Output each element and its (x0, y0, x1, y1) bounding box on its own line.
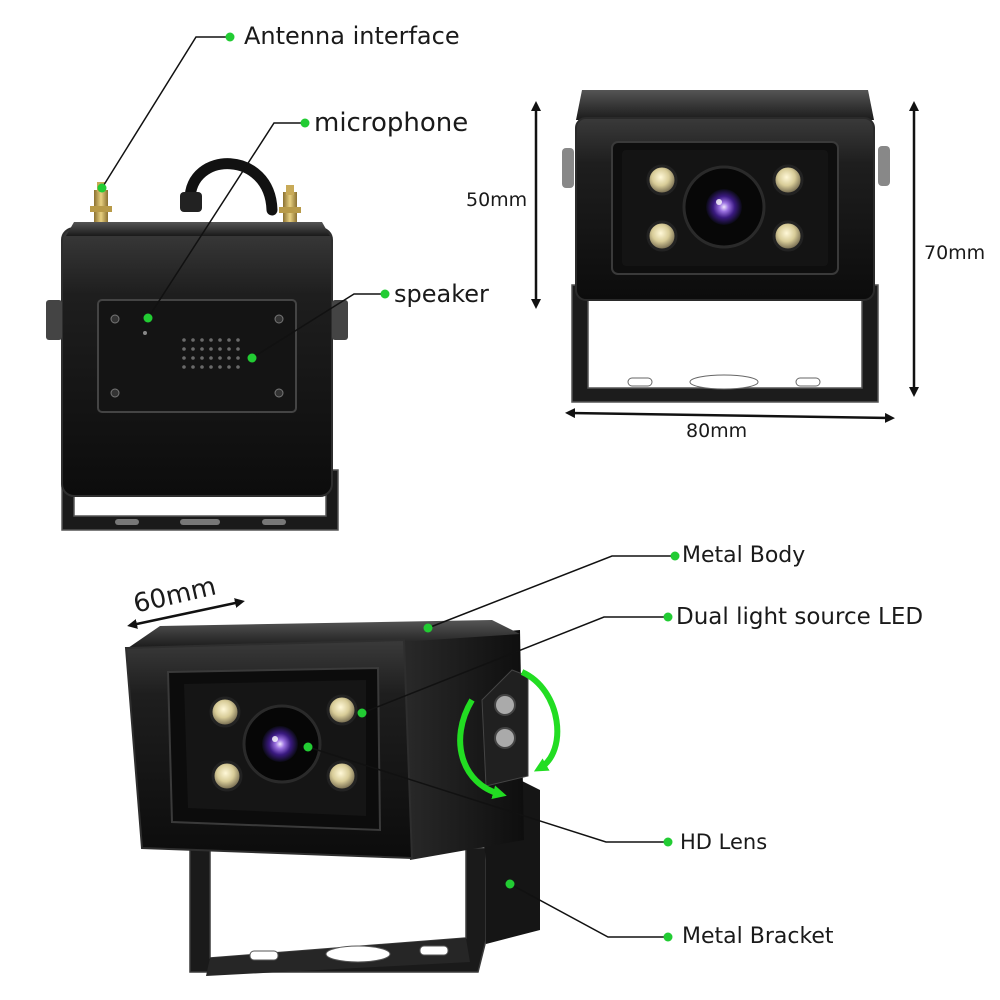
speaker-hole (236, 338, 240, 342)
callout-dot-icon (357, 708, 367, 718)
speaker-hole (218, 338, 222, 342)
label-metal-bracket: Metal Bracket (682, 924, 834, 949)
speaker-hole (200, 338, 204, 342)
speaker-hole (218, 365, 222, 369)
angled-view-camera (124, 598, 561, 976)
callout-dot-icon (143, 313, 153, 323)
lens-icon (706, 189, 742, 225)
label-speaker: speaker (394, 280, 489, 308)
callout-dot-icon (303, 742, 313, 752)
speaker-hole (209, 365, 213, 369)
callout-dot-icon (505, 879, 515, 889)
callout-dot-icon (423, 623, 433, 633)
callout-dot-icon (97, 183, 107, 193)
lens-icon (262, 726, 298, 762)
dimension-label-50mm: 50mm (466, 189, 528, 211)
led-icon (772, 164, 804, 196)
speaker-hole (209, 338, 213, 342)
speaker-hole (209, 347, 213, 351)
dimension-arrow-80mm (565, 408, 895, 423)
callout-dots (97, 32, 680, 942)
label-antenna-interface: Antenna interface (244, 22, 460, 50)
speaker-hole (227, 356, 231, 360)
microphone-hole-icon (143, 331, 147, 335)
label-hd-lens: HD Lens (680, 830, 768, 854)
speaker-hole (191, 347, 195, 351)
speaker-hole (209, 356, 213, 360)
callout-dot-icon (225, 32, 235, 42)
callout-dot-icon (380, 289, 390, 299)
speaker-hole (182, 356, 186, 360)
speaker-hole (191, 338, 195, 342)
speaker-hole (182, 347, 186, 351)
speaker-hole (227, 365, 231, 369)
speaker-hole (182, 365, 186, 369)
speaker-hole (200, 365, 204, 369)
dimension-label-70mm: 70mm (924, 242, 986, 264)
callout-dot-icon (663, 932, 673, 942)
dimension-label-80mm: 80mm (686, 420, 748, 442)
speaker-hole (218, 347, 222, 351)
led-icon (326, 694, 358, 726)
rotation-arrow-icon (457, 698, 507, 799)
speaker-hole (218, 356, 222, 360)
callout-dot-icon (670, 551, 680, 561)
led-icon (209, 696, 241, 728)
led-icon (646, 164, 678, 196)
antenna-connector-right-icon (279, 185, 301, 224)
speaker-hole (236, 347, 240, 351)
speaker-hole (200, 356, 204, 360)
label-metal-body: Metal Body (682, 543, 806, 568)
speaker-hole (227, 338, 231, 342)
speaker-hole (236, 365, 240, 369)
callout-leaders (101, 36, 675, 938)
rotation-arrow-icon (520, 669, 561, 772)
speaker-hole (227, 347, 231, 351)
led-icon (326, 760, 358, 792)
speaker-hole (182, 338, 186, 342)
rear-view-camera (46, 158, 348, 531)
led-icon (772, 220, 804, 252)
dimension-arrow-60mm (127, 598, 245, 629)
label-dual-light-source-led: Dual light source LED (676, 604, 924, 630)
callout-dot-icon (663, 837, 673, 847)
callout-dot-icon (300, 118, 310, 128)
speaker-grille-icon (182, 338, 240, 369)
led-icon (211, 760, 243, 792)
speaker-hole (236, 356, 240, 360)
speaker-hole (200, 347, 204, 351)
speaker-hole (191, 365, 195, 369)
callout-dot-icon (247, 353, 257, 363)
speaker-hole (191, 356, 195, 360)
label-microphone: microphone (314, 108, 469, 138)
front-view-camera (531, 90, 919, 423)
led-icon (646, 220, 678, 252)
callout-dot-icon (663, 612, 673, 622)
